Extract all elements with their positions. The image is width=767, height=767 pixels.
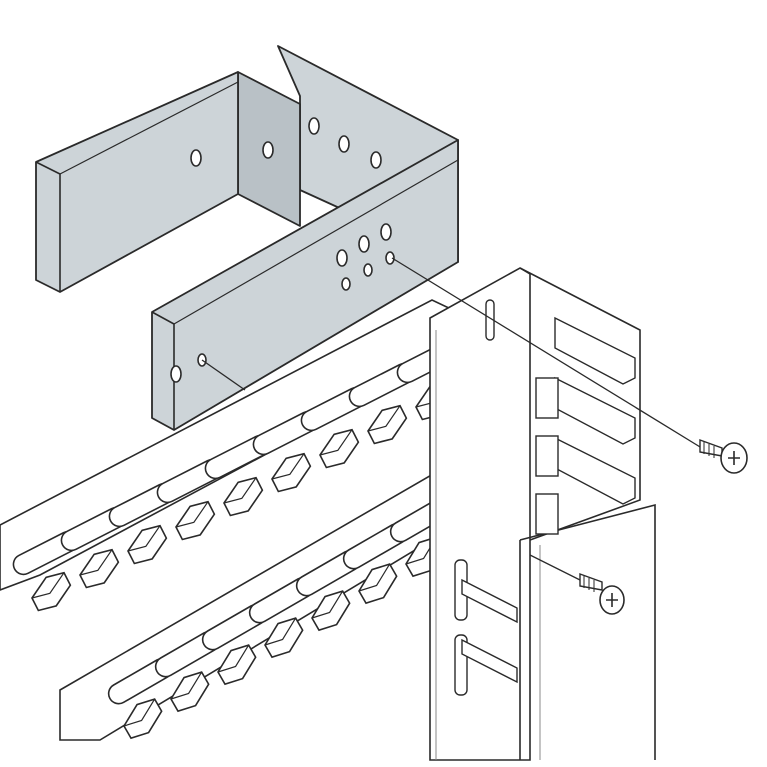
bracket-holes: [170, 117, 395, 383]
screw-icon: [699, 439, 748, 474]
screw-icon: [579, 573, 625, 615]
profile-slots: [454, 299, 636, 696]
u-mounting-bracket: [35, 45, 459, 431]
vertical-profile: [429, 267, 656, 761]
